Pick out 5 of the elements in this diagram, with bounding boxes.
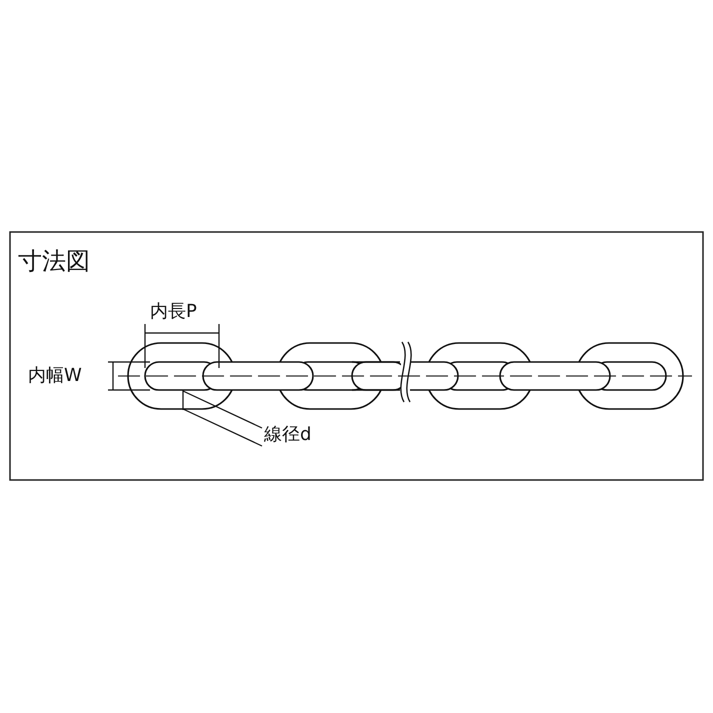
panel-title: 寸法図	[18, 249, 90, 273]
dimension-label: 線径d	[264, 426, 312, 444]
leader-line	[182, 389, 263, 447]
dimension-label: 内幅W	[28, 367, 82, 385]
dimension-label: 内長P	[150, 303, 197, 321]
